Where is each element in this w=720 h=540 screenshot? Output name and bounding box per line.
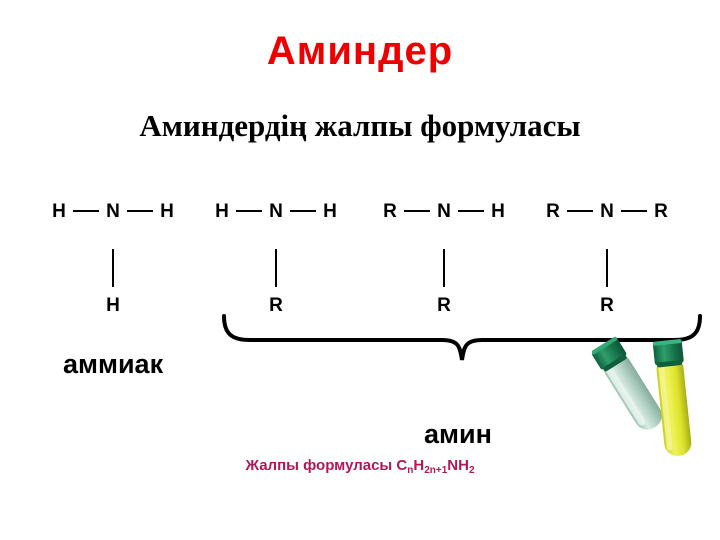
atom-center-nitrogen: N (269, 200, 283, 222)
atom-right: H (160, 200, 174, 222)
formula-atom-h: H (413, 457, 425, 474)
atom-center-nitrogen: N (600, 200, 614, 222)
formula-part-amino: NH2 (447, 457, 475, 476)
structure-primary-amine-top-row: H N H (201, 196, 351, 226)
atom-right: H (323, 200, 337, 222)
atom-bottom: R (269, 295, 283, 316)
formula-sub-h: 2n+1 (424, 465, 448, 476)
formula-sub-c: n (407, 465, 414, 476)
grouping-brace (210, 312, 710, 382)
structure-tertiary-amine-top-row: R N R (532, 196, 682, 226)
bond-horizontal-left (404, 210, 430, 212)
bond-horizontal-right (621, 210, 647, 212)
test-tube-tilted (591, 336, 662, 430)
atom-left: R (546, 200, 560, 222)
bond-horizontal-left (73, 210, 99, 212)
bond-vertical (443, 249, 445, 287)
formula-part-carbon: Cn (396, 457, 414, 476)
formula-part-hydrogen: H2n+1 (413, 457, 448, 476)
formula-atom-c: C (396, 457, 408, 474)
atom-left: H (215, 200, 229, 222)
atom-bottom: H (106, 295, 120, 316)
bond-vertical (275, 249, 277, 287)
bond-horizontal-right (290, 210, 316, 212)
atom-center-nitrogen: N (437, 200, 451, 222)
atom-center-nitrogen: N (106, 200, 120, 222)
formula-atom-nh: NH (447, 457, 469, 474)
structure-formula-group: H N H H H N H R R N (0, 196, 720, 326)
structure-ammonia-top-row: H N H (38, 196, 188, 226)
structure-primary-amine: H N H R (201, 196, 351, 326)
atom-left: R (383, 200, 397, 222)
atom-right: R (654, 200, 668, 222)
structure-secondary-amine-top-row: R N H (369, 196, 519, 226)
general-formula-prefix: Жалпы формуласы (245, 457, 397, 474)
atom-bottom: R (437, 295, 451, 316)
label-amine: амин (424, 419, 492, 449)
structure-ammonia: H N H H (38, 196, 188, 326)
bond-horizontal-left (236, 210, 262, 212)
test-tube-yellow (652, 339, 692, 456)
bond-horizontal-left (567, 210, 593, 212)
structure-tertiary-amine: R N R R (532, 196, 682, 326)
label-ammonia: аммиак (63, 349, 164, 379)
atom-bottom: R (600, 295, 614, 316)
page-title: Аминдер (266, 29, 454, 73)
test-tubes-illustration (591, 330, 720, 460)
bond-horizontal-right (127, 210, 153, 212)
general-formula: Жалпы формуласы CnH2n+1NH2 (0, 456, 720, 476)
formula-sub-nh: 2 (468, 465, 475, 476)
bond-vertical (606, 249, 608, 287)
atom-right: H (491, 200, 505, 222)
bond-horizontal-right (458, 210, 484, 212)
atom-left: H (52, 200, 66, 222)
structure-secondary-amine: R N H R (369, 196, 519, 326)
bond-vertical (112, 249, 114, 287)
page-subtitle: Аминдердің жалпы формуласы (139, 108, 581, 143)
